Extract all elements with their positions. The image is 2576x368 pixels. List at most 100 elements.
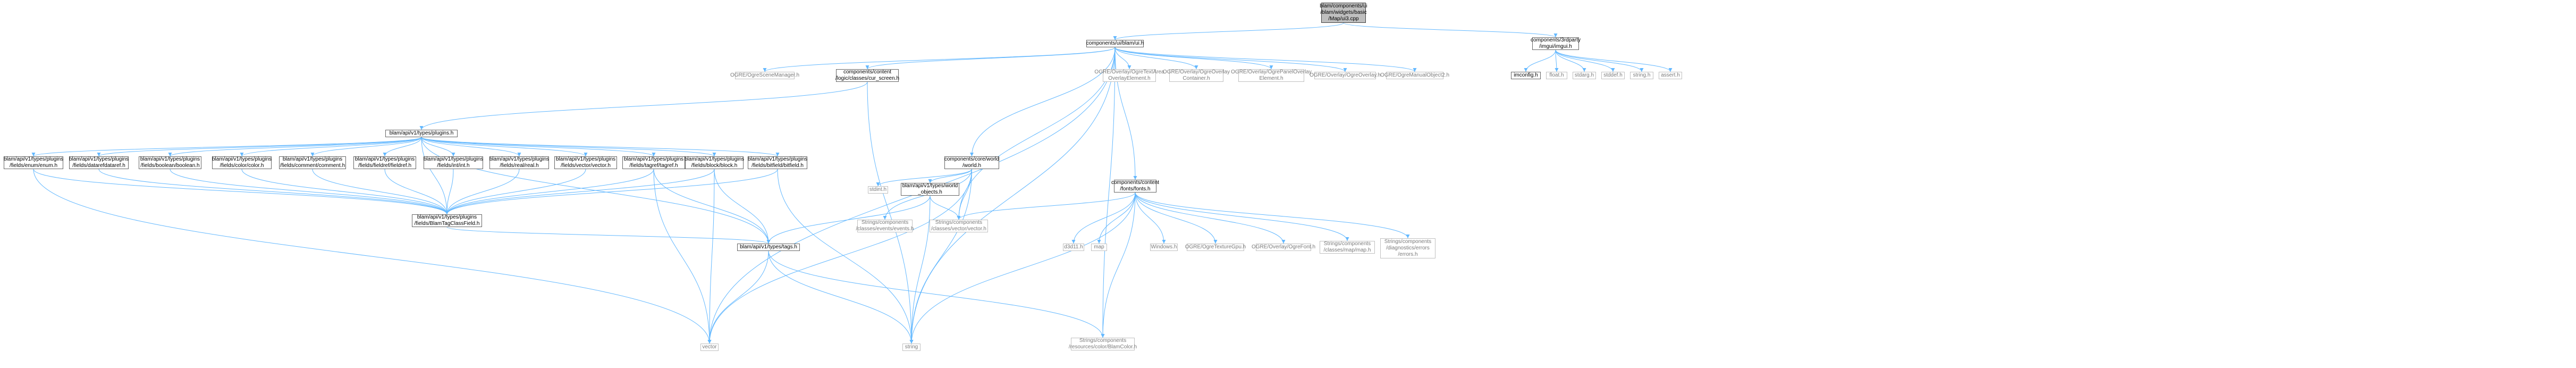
graph-node-datarefdef[interactable]: blam/api/v1/types/plugins /fields/datare… [69,156,129,169]
graph-node-block[interactable]: blam/api/v1/types/plugins /fields/block/… [684,156,745,169]
graph-node-ogreov: OGRE/Overlay/OgreOverlay.h [1310,72,1381,79]
graph-node-vector[interactable]: blam/api/v1/types/plugins /fields/vector… [554,156,617,169]
edge-plugins-to-fieldref [383,137,422,157]
graph-node-floath: float.h [1546,72,1567,79]
edge-imgui-to-imconfig [1524,49,1556,72]
edge-worldobjects-to-string [909,195,931,344]
graph-node-blamui[interactable]: components/ui/blam/ui.h [1086,40,1144,47]
edge-fonts-to-ogrefont [1135,192,1286,244]
graph-node-scenemgr: OGRE/OgreSceneManager.h [730,72,800,79]
edge-tagclassfield-to-tags [446,227,771,244]
edge-blamui-to-curscreen [865,47,1116,70]
graph-node-bitfield[interactable]: blam/api/v1/types/plugins /fields/bitfie… [747,156,808,169]
edge-imgui-to-stringh [1555,49,1644,72]
edge-plugins-to-int [421,137,455,157]
edge-tags-to-vectorstd [707,250,769,344]
edge-bitfield-to-string [777,169,914,344]
graph-node-real[interactable]: blam/api/v1/types/plugins /fields/real/r… [489,156,550,169]
graph-node-imconfig[interactable]: imconfig.h [1511,72,1541,79]
edge-world-to-stdinth [876,169,972,187]
edge-plugins-to-vector [421,137,588,157]
graph-node-tagref[interactable]: blam/api/v1/types/plugins /fields/tagref… [622,156,685,169]
edge-blamui-to-textarea [1114,47,1131,70]
edge-blamui-to-ovcontainer [1114,47,1198,70]
edge-plugins-to-boolean [168,137,422,157]
edge-fonts-to-mapclass [1135,192,1349,241]
edge-world-to-string [909,169,972,344]
edge-comment-to-tagclassfield [312,169,449,215]
edge-vector-to-tagclassfield [445,169,586,215]
edge-plugins-to-datarefdef [97,137,422,157]
edge-plugins-to-color [240,137,422,157]
edge-blamui-to-string [909,47,1116,344]
edge-curscreen-to-string [867,81,914,344]
edge-imgui-to-asserth [1555,49,1673,72]
edge-imgui-to-stdarg [1555,49,1586,72]
graph-node-curscreen[interactable]: components/content /logic/classes/cur_sc… [835,69,900,82]
edge-fonts-to-texturegpu [1135,192,1218,244]
graph-node-stdinth: stdint.h [868,186,888,194]
edge-fonts-to-vectorclass [957,192,1136,220]
graph-node-imgui[interactable]: components/3rdparty /imgui/imgui.h [1531,37,1581,50]
edge-blamui-to-blamcolor [1101,47,1116,338]
edge-tags-to-string [768,250,914,344]
graph-node-tags[interactable]: blam/api/v1/types/tags.h [737,244,800,251]
edge-fieldref-to-tagclassfield [384,169,449,215]
edge-plugins-to-tagclassfield [421,137,449,215]
graph-node-panelov: OGRE/Overlay/OgrePanelOverlay Element.h [1231,69,1312,82]
edge-curscreen-to-plugins [419,81,868,130]
edge-enum-to-tagclassfield [33,169,449,215]
edge-fonts-to-d3d [1071,192,1136,244]
graph-node-int[interactable]: blam/api/v1/types/plugins /fields/int/in… [423,156,484,169]
graph-node-stdarg: stdarg.h [1573,72,1596,79]
edge-blamui-to-fonts [1114,47,1137,180]
graph-node-color[interactable]: blam/api/v1/types/plugins /fields/color/… [212,156,272,169]
edge-enum-to-vectorstd [33,169,712,344]
edge-fonts-to-map [1097,192,1136,244]
graph-node-texturegpu: OGRE/OgreTextureGpu.h [1185,244,1246,251]
graph-node-root[interactable]: blam/components/ui /blam/widgets/basic /… [1320,3,1367,23]
graph-node-errors: Strings/components /diagnostics/errors /… [1380,238,1435,258]
edge-tagref-to-vectorstd [653,169,712,344]
edge-world-to-vectorstd [707,169,972,344]
graph-node-world[interactable]: components/core/world /world.h [944,156,1000,169]
edge-plugins-to-real [421,137,521,157]
edge-blamui-to-manualobj [1114,47,1417,72]
graph-node-stringh: string.h [1630,72,1653,79]
edge-blamui-to-ogreov [1114,47,1347,72]
edge-tags-to-blamcolor [768,250,1105,338]
edge-plugins-to-bitfield [421,137,780,157]
edge-block-to-tagclassfield [445,169,715,215]
graph-node-fonts[interactable]: components/content /fonts/fonts.h [1111,180,1160,193]
graph-node-textarea: OGRE/Overlay/OgreTextArea OverlayElement… [1094,69,1164,82]
edge-fonts-to-string [909,192,1136,344]
edge-plugins-to-enum [31,137,422,157]
graph-node-fieldref[interactable]: blam/api/v1/types/plugins /fields/fieldr… [353,156,416,169]
graph-node-ogrefont: OGRE/Overlay/OgreFont.h [1251,244,1316,251]
graph-node-ovcontainer: OGRE/Overlay/OgreOverlay Container.h [1162,69,1230,82]
edge-world-to-worldobjects [928,169,972,183]
edge-imgui-to-floath [1555,49,1559,72]
graph-node-tagclassfield[interactable]: blam/api/v1/types/plugins /fields/BlamTa… [412,214,482,227]
graph-node-d3d: d3d11.h [1063,244,1084,251]
graph-node-plugins[interactable]: blam/api/v1/types/plugins.h [385,130,458,137]
edge-blamui-to-world [970,47,1116,157]
graph-node-boolean[interactable]: blam/api/v1/types/plugins /fields/boolea… [139,156,201,169]
graph-node-comment[interactable]: blam/api/v1/types/plugins /fields/commen… [279,156,346,169]
graph-node-stddef: stddef.h [1601,72,1625,79]
edge-block-to-vectorstd [707,169,715,344]
graph-node-enum[interactable]: blam/api/v1/types/plugins /fields/enum/e… [3,156,64,169]
edge-imgui-to-stddef [1555,49,1615,72]
graph-node-events: Strings/components /classes/events/event… [856,220,914,232]
edge-plugins-to-comment [310,137,422,157]
edge-root-to-imgui [1343,22,1558,38]
graph-node-string: string [902,344,920,351]
graph-node-mapclass: Strings/components /classes/map/map.h [1320,241,1375,254]
edge-fonts-to-errors [1135,192,1410,239]
edge-fonts-to-blamcolor [1101,192,1136,338]
edge-worldobjects-to-tags [766,195,931,244]
edge-plugins-to-block [421,137,716,157]
graph-node-worldobjects[interactable]: blam/api/v1/types/world _objects.h [901,183,959,196]
edge-tagref-to-tagclassfield [445,169,654,215]
